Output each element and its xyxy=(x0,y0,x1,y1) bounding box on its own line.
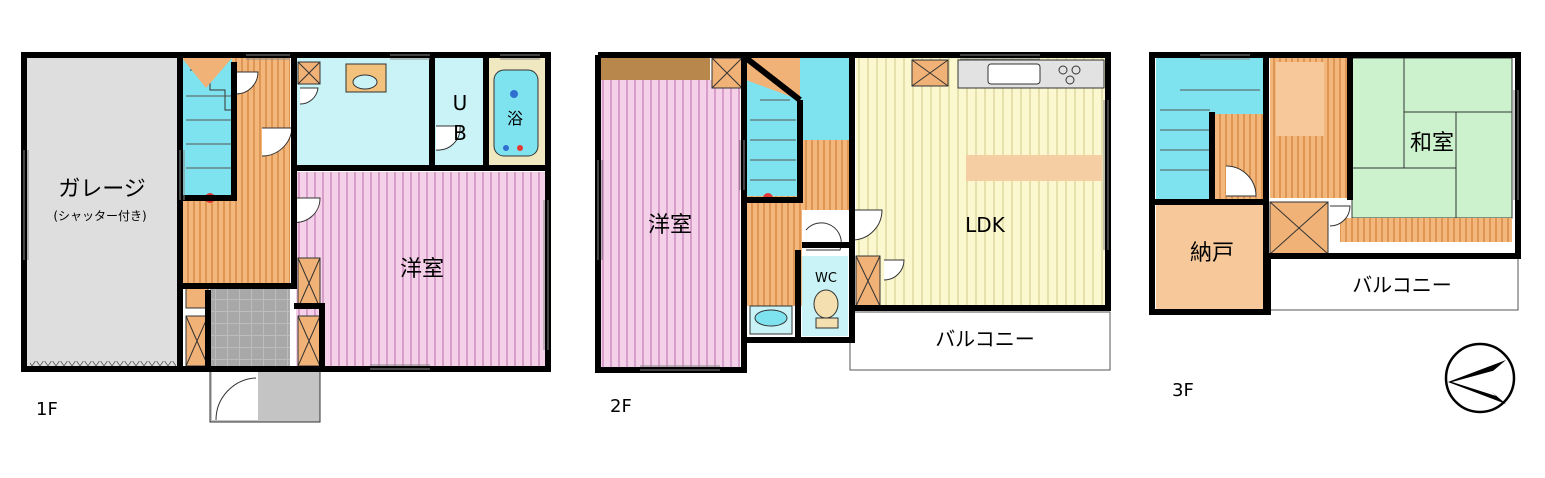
toilet-label: WC xyxy=(815,271,837,286)
floor-2-label: 2F xyxy=(610,396,632,417)
garage-note: (シャッター付き) xyxy=(53,209,146,223)
western-room-1f-label: 洋室 xyxy=(400,257,444,282)
balcony-2f xyxy=(849,311,1111,371)
bath-label: 浴 xyxy=(507,109,523,128)
storage-room xyxy=(1156,204,1264,310)
balcony-3f-label: バルコニー xyxy=(1352,273,1452,297)
floor-1: ガレージ (シャッター付き) U B 浴 洋室 1F xyxy=(21,52,551,423)
entrance-tiles xyxy=(210,286,290,366)
toilet-icon xyxy=(813,289,839,319)
storage-label: 納戸 xyxy=(1190,241,1234,266)
western-room-1f xyxy=(296,172,546,368)
floor-3-label: 3F xyxy=(1172,380,1194,401)
japanese-room xyxy=(1352,58,1512,242)
floor-2: 洋室 LDK WC バルコニー 2F xyxy=(595,52,1111,417)
compass-icon xyxy=(1444,342,1516,414)
garage-shutter xyxy=(30,361,176,367)
floor-1-label: 1F xyxy=(36,399,58,420)
kitchen-counter xyxy=(966,155,1102,181)
ldk-label: LDK xyxy=(965,213,1006,237)
western-room-2f-label: 洋室 xyxy=(648,213,692,238)
balcony-2f-label: バルコニー xyxy=(935,327,1035,351)
floor-3: 和室 納戸 バルコニー 3F xyxy=(1149,52,1521,414)
unit-bath-b-label: B xyxy=(453,121,467,145)
closet-2f xyxy=(600,58,710,80)
bathtub-icon xyxy=(493,69,539,157)
garage-area xyxy=(26,58,178,368)
garage-label: ガレージ xyxy=(58,177,146,202)
western-room-2f xyxy=(600,80,740,368)
hall-1f xyxy=(182,196,290,286)
hall-2f xyxy=(746,196,802,306)
unit-bath-u-label: U xyxy=(453,91,468,115)
japanese-room-label: 和室 xyxy=(1410,131,1454,156)
